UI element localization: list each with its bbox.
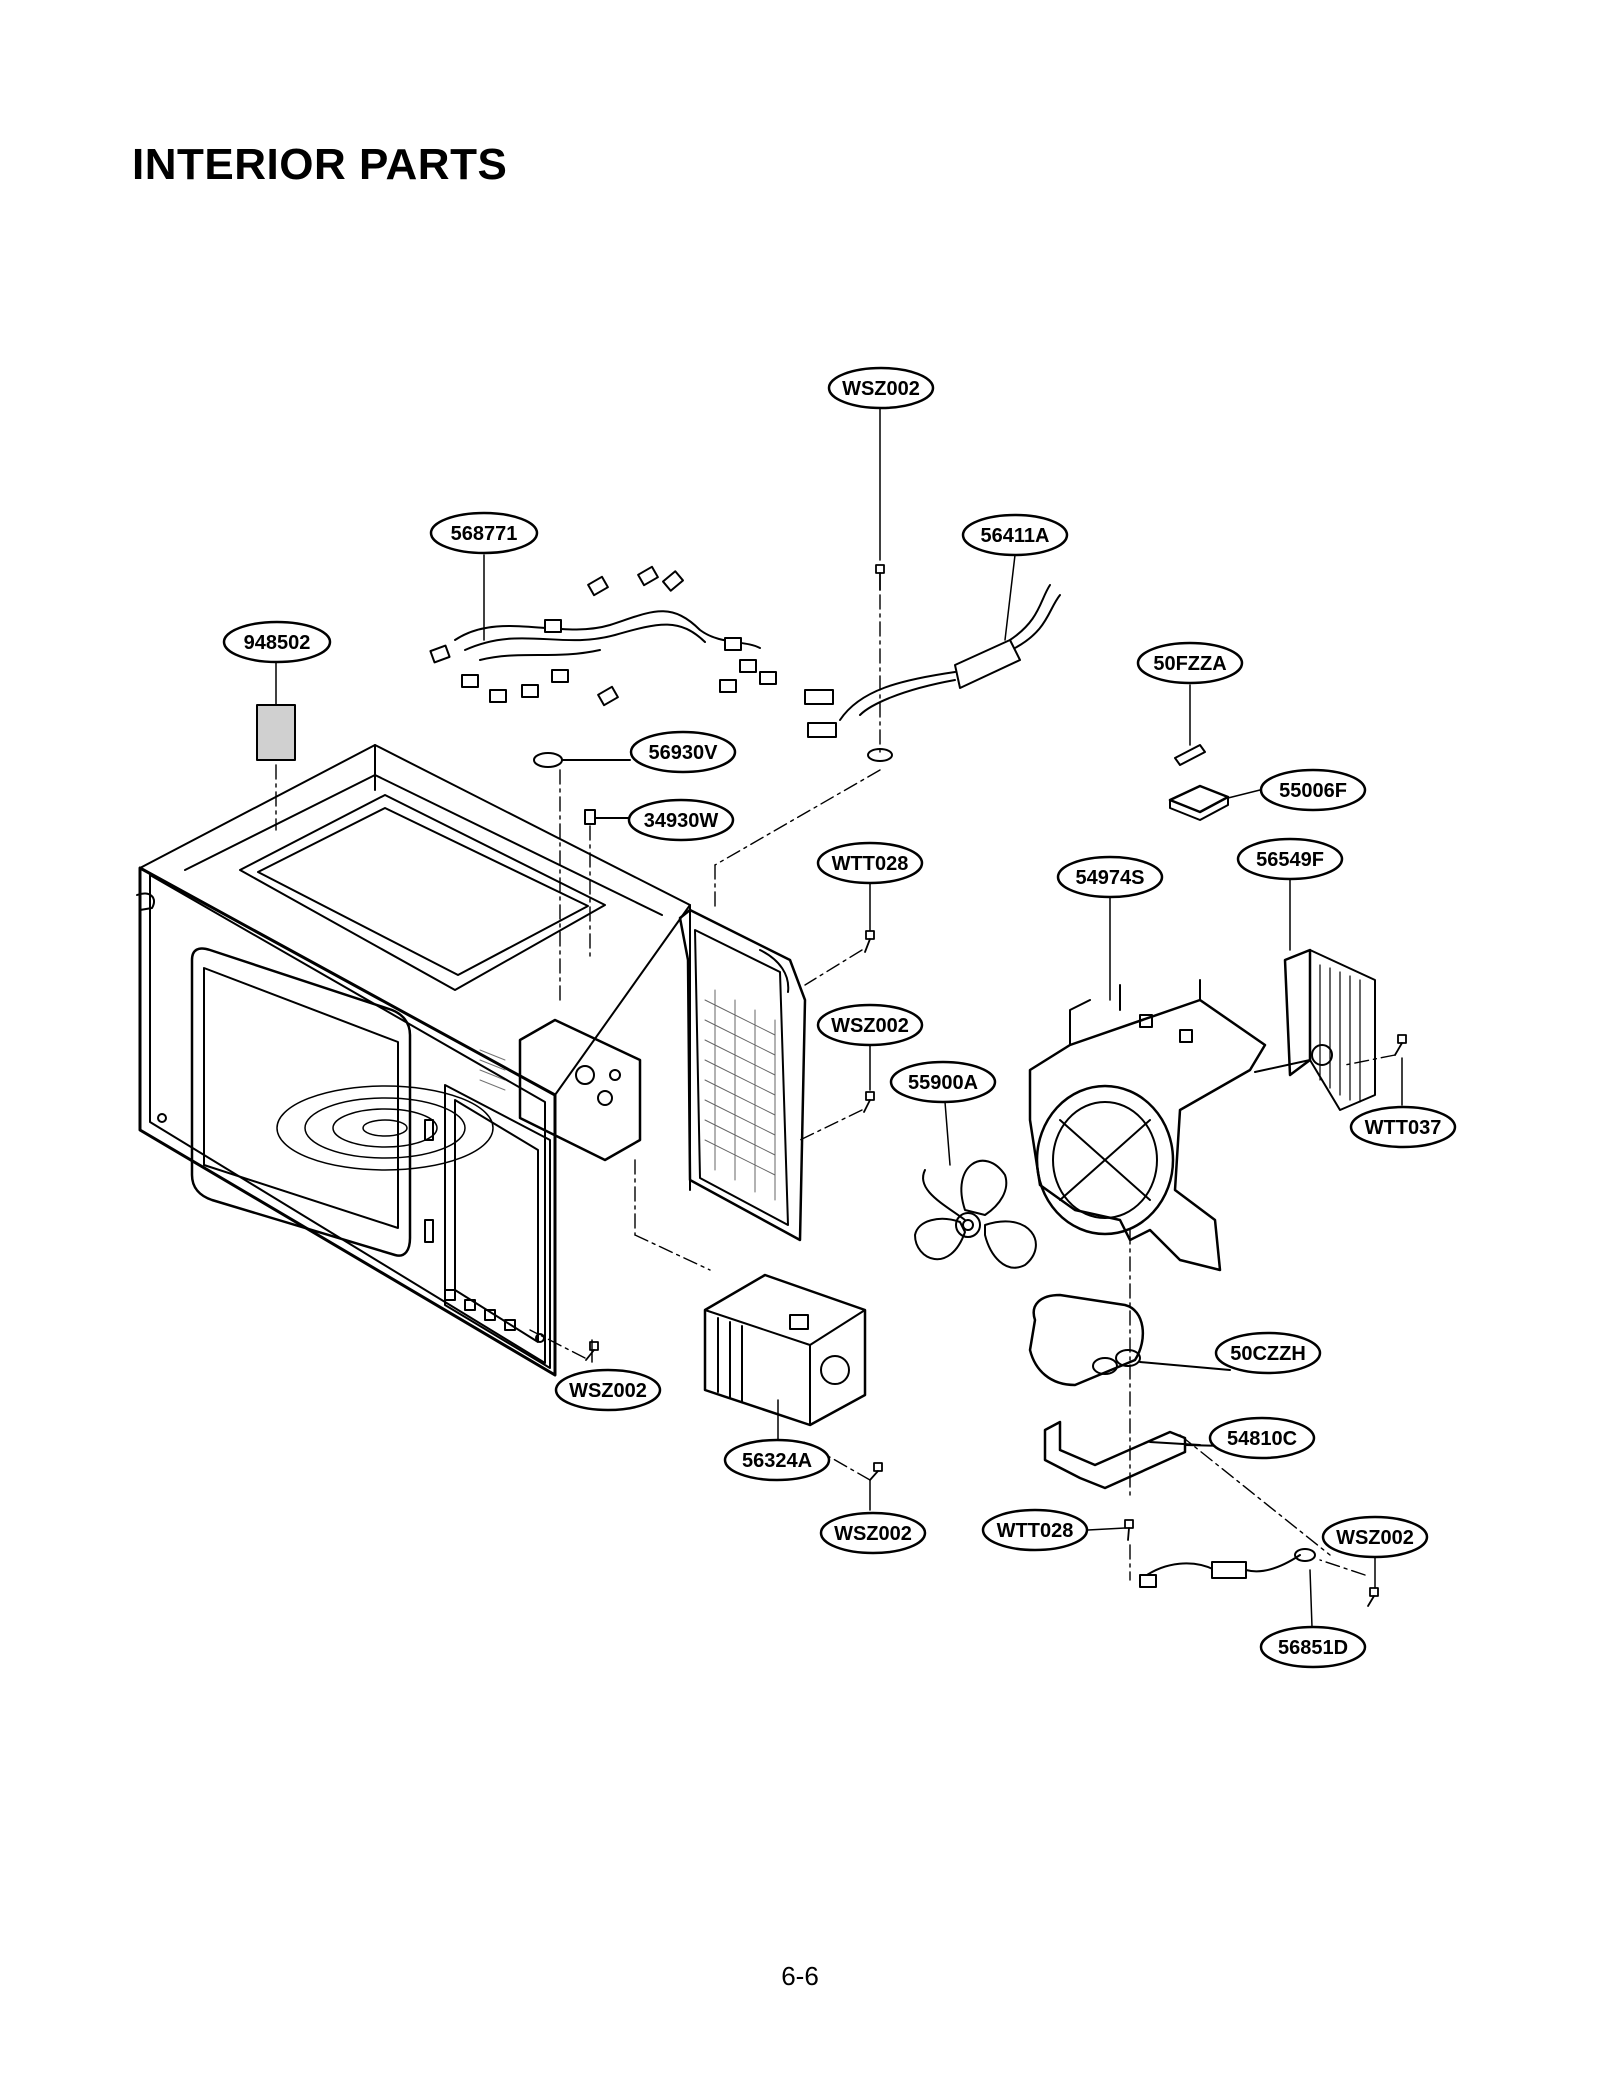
thermostat-56930V xyxy=(533,752,631,768)
part-label-54810C: 54810C xyxy=(1208,1416,1316,1460)
screws xyxy=(585,564,1407,1607)
part-label-56930V: 56930V xyxy=(629,730,737,774)
part-label-WSZ002-bottom: WSZ002 xyxy=(819,1511,927,1555)
part-code: 56324A xyxy=(742,1450,812,1472)
capacitor xyxy=(1028,1293,1231,1387)
part-code: WSZ002 xyxy=(842,378,920,400)
fuse xyxy=(1174,744,1206,766)
capacitor-bracket xyxy=(1043,1420,1226,1490)
part-code: 34930W xyxy=(644,810,719,832)
page-number: 6-6 xyxy=(781,1961,819,1991)
part-code: 56549F xyxy=(1256,849,1324,871)
high-voltage-transformer xyxy=(1254,948,1376,1111)
part-label-55900A: 55900A xyxy=(889,1060,997,1104)
part-code: 56411A xyxy=(981,525,1050,547)
part-label-WSZ002-top: WSZ002 xyxy=(827,366,935,410)
page-title: INTERIOR PARTS xyxy=(132,140,508,189)
wire-harness xyxy=(429,565,777,707)
part-label-50FZZA: 50FZZA xyxy=(1136,641,1244,685)
fuse-holder xyxy=(1168,784,1230,821)
part-code: 55006F xyxy=(1279,780,1347,802)
fan-blade xyxy=(914,1159,1037,1269)
part-code: 568771 xyxy=(451,523,518,545)
part-code: 56851D xyxy=(1278,1637,1348,1659)
magnetron-unit xyxy=(703,1273,867,1427)
noise-filter-56851D xyxy=(1139,1548,1316,1588)
alignment-lines xyxy=(275,594,1396,1581)
part-label-948502: 948502 xyxy=(222,620,332,664)
part-label-568771: 568771 xyxy=(429,511,539,555)
part-code: WTT028 xyxy=(997,1520,1074,1542)
fan-duct-bracket xyxy=(1028,979,1267,1272)
part-label-56851D: 56851D xyxy=(1259,1625,1367,1669)
part-code: WSZ002 xyxy=(569,1380,647,1402)
part-code: 54974S xyxy=(1076,867,1145,889)
leader-lines xyxy=(275,407,1403,1628)
part-code: WSZ002 xyxy=(831,1015,909,1037)
part-code: 54810C xyxy=(1227,1428,1297,1450)
part-label-WSZ002-mid: WSZ002 xyxy=(816,1003,924,1047)
part-code: 56930V xyxy=(649,742,719,764)
part-code: 50FZZA xyxy=(1153,653,1226,675)
rear-panel xyxy=(678,908,807,1242)
part-label-WTT037: WTT037 xyxy=(1349,1105,1457,1149)
oven-cavity xyxy=(136,744,691,1377)
part-code: WTT028 xyxy=(832,853,909,875)
part-label-56549F: 56549F xyxy=(1236,837,1344,881)
power-cord-assembly xyxy=(804,584,1061,762)
part-code: 50CZZH xyxy=(1230,1343,1306,1365)
part-label-54974S: 54974S xyxy=(1056,855,1164,899)
part-label-WSZ002-left: WSZ002 xyxy=(554,1368,662,1412)
part-label-WSZ002-right: WSZ002 xyxy=(1321,1515,1429,1559)
part-label-34930W: 34930W xyxy=(627,798,735,842)
part-code: 948502 xyxy=(244,632,311,654)
part-label-55006F: 55006F xyxy=(1259,768,1367,812)
part-label-56324A: 56324A xyxy=(723,1438,831,1482)
part-code: 55900A xyxy=(908,1072,978,1094)
part-code: WTT037 xyxy=(1365,1117,1442,1139)
part-label-50CZZH: 50CZZH xyxy=(1214,1331,1322,1375)
part-code: WSZ002 xyxy=(1336,1527,1414,1549)
part-code: WSZ002 xyxy=(834,1523,912,1545)
part-label-WTT028-upper: WTT028 xyxy=(816,841,924,885)
part-label-WTT028-lower: WTT028 xyxy=(981,1508,1089,1552)
sensor-34930W xyxy=(584,809,631,825)
part-label-56411A: 56411A xyxy=(961,513,1069,557)
label-948502 xyxy=(256,704,296,761)
